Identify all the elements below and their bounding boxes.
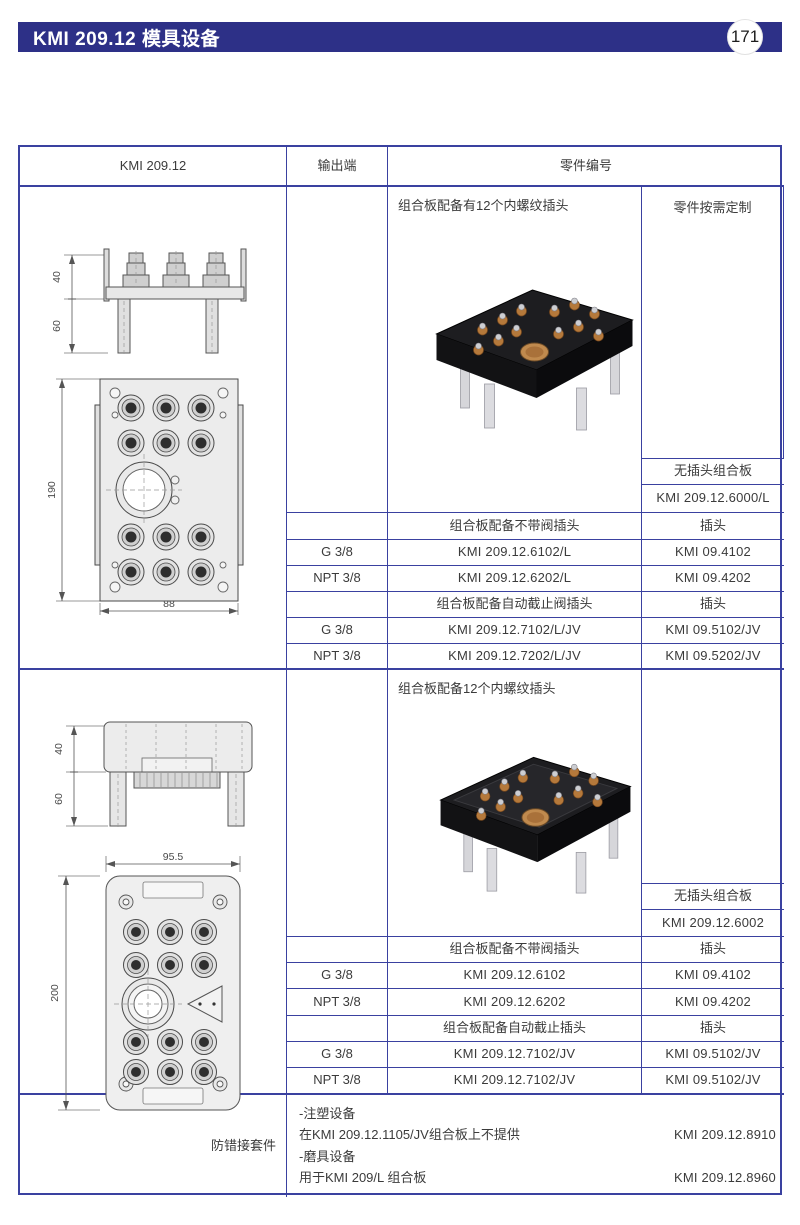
section1-photo-cell: 组合板配备有12个内螺纹插头 xyxy=(388,187,642,513)
section2-output-spacer-1 xyxy=(287,937,388,963)
plug-title-cell: 插头 xyxy=(642,937,784,963)
no-plug-part-cell: KMI 209.12.6002 xyxy=(642,910,784,937)
output-cell: G 3/8 xyxy=(287,963,388,989)
no-plug-label-cell: 无插头组合板 xyxy=(642,459,784,485)
technical-drawing-front-view-2: 95.5 200 xyxy=(49,851,241,1111)
section2-drawings-cell: 40 60 xyxy=(20,670,287,1111)
section2-right-empty xyxy=(642,670,784,884)
page-number: 171 xyxy=(730,27,760,46)
svg-text:40: 40 xyxy=(53,743,65,755)
part-cell: KMI 209.12.7102/JV xyxy=(388,1068,642,1095)
part-cell: KMI 209.12.6202 xyxy=(388,989,642,1016)
output-cell: G 3/8 xyxy=(287,1042,388,1068)
table-head-output: 输出端 xyxy=(287,147,388,187)
part-cell: KMI 209.12.7202/L/JV xyxy=(388,644,642,670)
plug-part-cell: KMI 09.4202 xyxy=(642,566,784,592)
page-number-badge: 171 xyxy=(727,19,763,55)
output-cell: G 3/8 xyxy=(287,540,388,566)
group-title-cell: 组合板配备自动截止阀插头 xyxy=(388,592,642,618)
section2-intro: 组合板配备12个内螺纹插头 xyxy=(398,681,556,696)
section1-output-empty xyxy=(287,187,388,513)
svg-text:88: 88 xyxy=(163,598,175,610)
output-cell: NPT 3/8 xyxy=(287,1068,388,1095)
plug-part-cell: KMI 09.5202/JV xyxy=(642,644,784,670)
plug-part-cell: KMI 09.4102 xyxy=(642,963,784,989)
footer-line-part: KMI 209.12.8910 xyxy=(673,1127,776,1143)
svg-text:95.5: 95.5 xyxy=(163,851,184,863)
technical-drawing-front-view-1: 190 88 xyxy=(48,378,244,615)
product-photo-manifold-2 xyxy=(439,756,632,894)
section1-output-spacer-2 xyxy=(287,592,388,618)
page-header-bar: KMI 209.12 模具设备 xyxy=(18,22,782,52)
plug-title-cell: 插头 xyxy=(642,592,784,618)
technical-drawing-side-view-2: 40 60 xyxy=(53,721,253,830)
no-plug-part-cell: KMI 209.12.6000/L xyxy=(642,485,784,513)
footer-line-text: 在KMI 209.12.1105/JV组合板上不提供 xyxy=(299,1127,520,1143)
output-cell: NPT 3/8 xyxy=(287,566,388,592)
custom-note-cell: 零件按需定制 xyxy=(642,187,784,459)
page-title: KMI 209.12 模具设备 xyxy=(33,28,220,50)
product-photo-manifold-1 xyxy=(435,289,634,431)
footer-line-text: 用于KMI 209/L 组合板 xyxy=(299,1169,427,1185)
section1-output-spacer-1 xyxy=(287,513,388,540)
section2-photo-cell: 组合板配备12个内螺纹插头 xyxy=(388,670,642,937)
svg-text:60: 60 xyxy=(51,320,63,332)
footer-line-text: -磨具设备 xyxy=(299,1148,356,1164)
output-cell: NPT 3/8 xyxy=(287,989,388,1016)
part-cell: KMI 209.12.7102/L/JV xyxy=(388,618,642,644)
footer-label-cell: 防错接套件 xyxy=(20,1095,287,1197)
footer-line: 在KMI 209.12.1105/JV组合板上不提供 KMI 209.12.89… xyxy=(299,1127,776,1143)
plug-part-cell: KMI 09.5102/JV xyxy=(642,1068,784,1095)
table-head-partnumber: 零件编号 xyxy=(388,147,784,187)
plug-part-cell: KMI 09.5102/JV xyxy=(642,1042,784,1068)
footer-line-text: -注塑设备 xyxy=(299,1106,356,1121)
svg-text:60: 60 xyxy=(53,793,65,805)
output-cell: G 3/8 xyxy=(287,618,388,644)
part-cell: KMI 209.12.6102 xyxy=(388,963,642,989)
footer-line: -磨具设备 xyxy=(299,1149,776,1165)
group-title-cell: 组合板配备自动截止插头 xyxy=(388,1016,642,1042)
plug-title-cell: 插头 xyxy=(642,1016,784,1042)
part-cell: KMI 209.12.6202/L xyxy=(388,566,642,592)
svg-text:40: 40 xyxy=(51,271,63,283)
footer-line: -注塑设备 xyxy=(299,1106,776,1122)
section2-output-empty xyxy=(287,670,388,937)
plug-part-cell: KMI 09.5102/JV xyxy=(642,618,784,644)
section2-output-spacer-2 xyxy=(287,1016,388,1042)
output-cell: NPT 3/8 xyxy=(287,644,388,670)
group-title-cell: 组合板配备不带阀插头 xyxy=(388,513,642,540)
plug-part-cell: KMI 09.4102 xyxy=(642,540,784,566)
table-head-model: KMI 209.12 xyxy=(20,147,287,187)
svg-text:200: 200 xyxy=(49,984,61,1002)
section1-drawings-cell: 40 60 xyxy=(20,187,287,670)
part-cell: KMI 209.12.7102/JV xyxy=(388,1042,642,1068)
group-title-cell: 组合板配备不带阀插头 xyxy=(388,937,642,963)
technical-drawing-side-view-1: 40 60 xyxy=(51,248,247,355)
part-cell: KMI 209.12.6102/L xyxy=(388,540,642,566)
plug-part-cell: KMI 09.4202 xyxy=(642,989,784,1016)
footer-line-part: KMI 209.12.8960 xyxy=(673,1169,776,1185)
no-plug-label-cell: 无插头组合板 xyxy=(642,884,784,910)
plug-title-cell: 插头 xyxy=(642,513,784,540)
parts-table: KMI 209.12 输出端 零件编号 40 60 xyxy=(18,145,784,1197)
section1-intro: 组合板配备有12个内螺纹插头 xyxy=(398,198,569,213)
footer-content-cell: -注塑设备 在KMI 209.12.1105/JV组合板上不提供 KMI 209… xyxy=(287,1095,784,1197)
svg-text:190: 190 xyxy=(48,481,58,499)
footer-line: 用于KMI 209/L 组合板 KMI 209.12.8960 xyxy=(299,1170,776,1186)
